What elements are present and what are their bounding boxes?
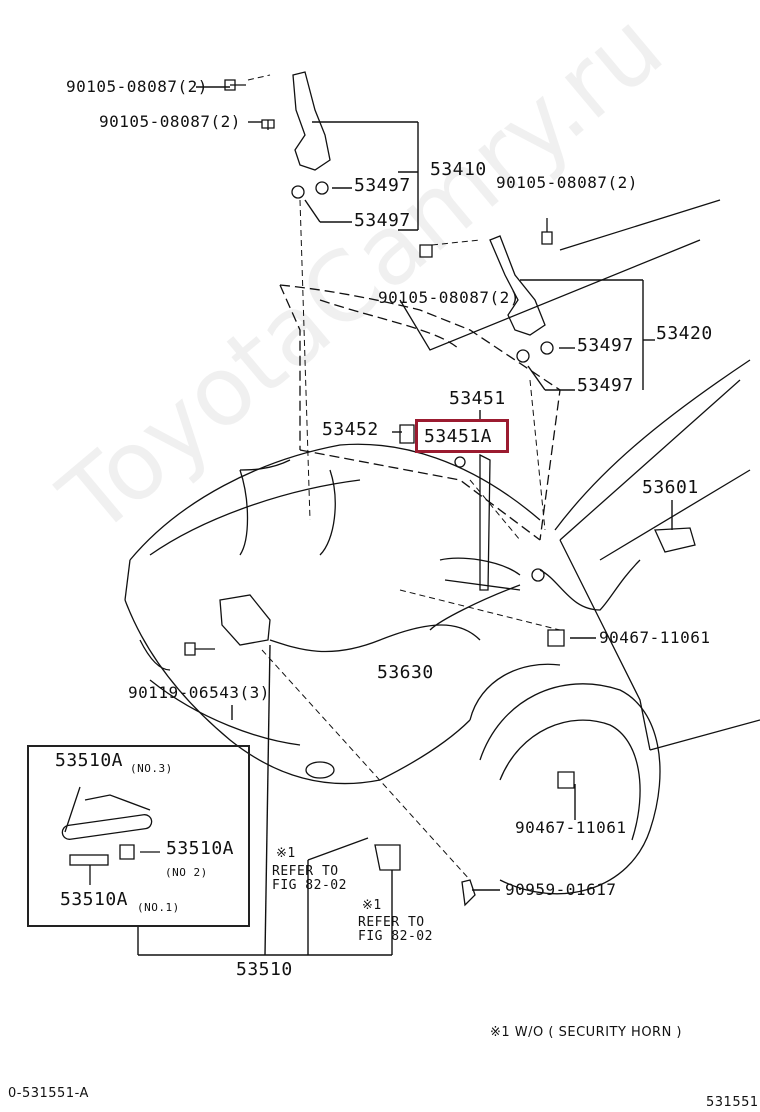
- label-washer-right-2[interactable]: 53497: [577, 375, 634, 396]
- grommet: [461, 879, 476, 907]
- label-washer-left-2[interactable]: 53497: [354, 210, 411, 231]
- hood-outline: [279, 284, 561, 541]
- highlight-box: [415, 419, 509, 453]
- refer-2-line-b[interactable]: FIG 82-02: [358, 929, 433, 944]
- footnote: ※1 W/O ( SECURITY HORN ): [490, 1025, 683, 1040]
- ref-mark-1: ※1: [276, 846, 296, 861]
- label-spring-no2[interactable]: 53510A: [166, 838, 235, 859]
- label-release-lever[interactable]: 53601: [642, 477, 699, 498]
- fig-code-left: 0-531551-A: [8, 1086, 89, 1101]
- inset-parts: [61, 786, 160, 885]
- label-bolt-right-top[interactable]: 90105-08087(2): [496, 173, 638, 192]
- label-spring-no3-note: (NO.3): [130, 762, 173, 775]
- label-bolt-upper-2[interactable]: 90105-08087(2): [99, 112, 241, 131]
- label-lock-assy[interactable]: 53510: [236, 959, 293, 980]
- refer-2-line-a[interactable]: REFER TO: [358, 915, 425, 930]
- label-support-rod-clip[interactable]: 53451A: [424, 426, 493, 447]
- support-rod: [399, 424, 491, 591]
- inset-box: [27, 745, 250, 927]
- horn: [374, 844, 401, 871]
- label-clamp-1[interactable]: 90467-11061: [599, 628, 711, 647]
- label-support-rod[interactable]: 53451: [449, 388, 506, 409]
- front-details: [139, 639, 335, 779]
- label-washer-right-1[interactable]: 53497: [577, 335, 634, 356]
- clamps: [547, 629, 575, 789]
- refer-1-line-b[interactable]: FIG 82-02: [272, 878, 347, 893]
- label-hinge-right[interactable]: 53420: [656, 323, 713, 344]
- label-retainer[interactable]: 53452: [322, 419, 379, 440]
- label-spring-no2-note: (NO 2): [165, 866, 208, 879]
- label-bolt-upper-1[interactable]: 90105-08087(2): [66, 77, 208, 96]
- body-lines: [124, 199, 760, 785]
- label-cable[interactable]: 53630: [377, 662, 434, 683]
- left-hinge: [224, 71, 331, 199]
- label-bolt-right-mid[interactable]: 90105-08087(2): [378, 288, 520, 307]
- leader-lines: [137, 86, 673, 956]
- label-washer-left-1[interactable]: 53497: [354, 175, 411, 196]
- refer-1-line-a[interactable]: REFER TO: [272, 864, 339, 879]
- right-hinge: [419, 218, 554, 363]
- label-bolt-lock[interactable]: 90119-06543(3): [128, 683, 270, 702]
- wheel-arch: [479, 683, 661, 895]
- fig-code-right: 531551: [706, 1095, 759, 1110]
- hood-lock: [184, 594, 271, 656]
- label-spring-no1-note: (NO.1): [137, 901, 180, 914]
- label-grommet[interactable]: 90959-01617: [505, 880, 617, 899]
- ref-mark-2: ※1: [362, 898, 382, 913]
- release-lever: [539, 527, 696, 611]
- dashed-guides: [247, 74, 561, 881]
- cable: [269, 568, 545, 653]
- label-clamp-2[interactable]: 90467-11061: [515, 818, 627, 837]
- label-spring-no1[interactable]: 53510A: [60, 889, 129, 910]
- label-spring-no3[interactable]: 53510A: [55, 750, 124, 771]
- label-hinge-left[interactable]: 53410: [430, 159, 487, 180]
